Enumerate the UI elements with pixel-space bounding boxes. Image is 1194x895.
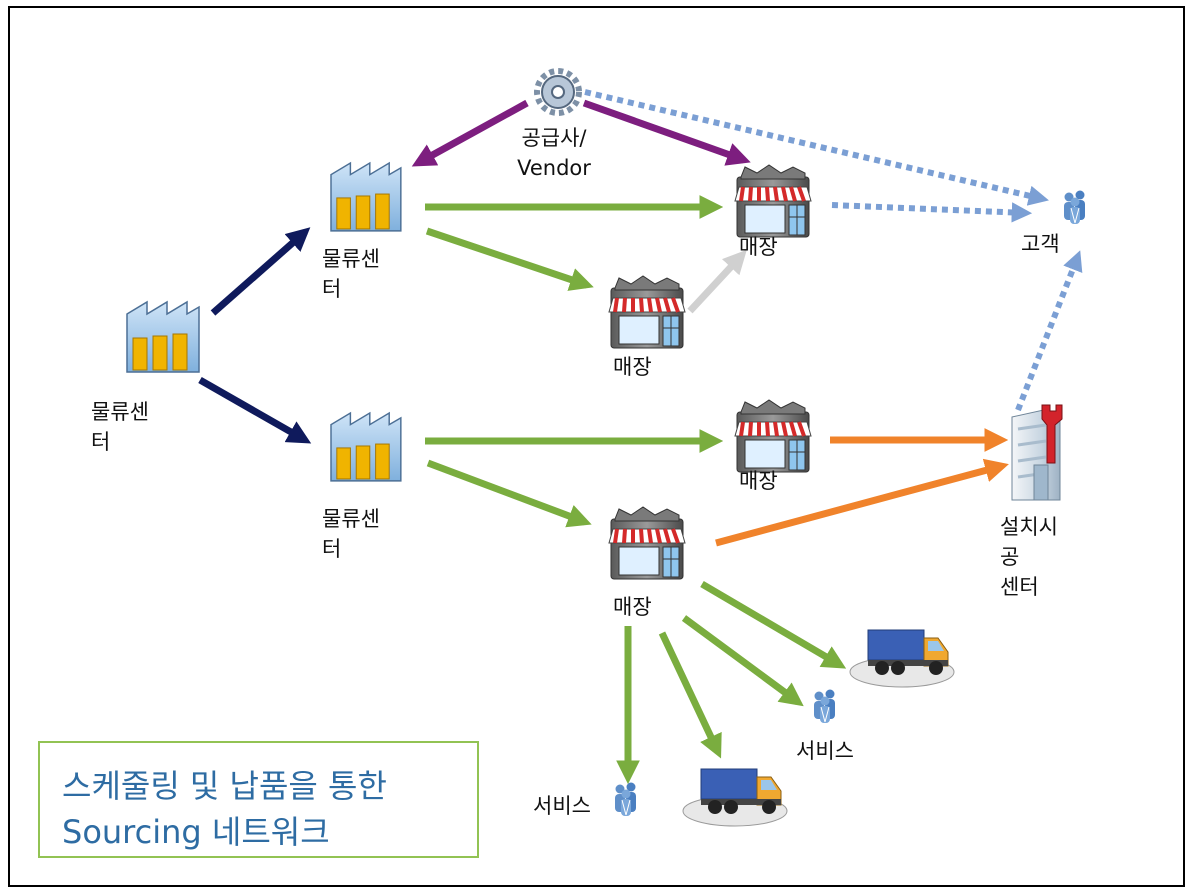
store-icon — [733, 398, 813, 474]
factory-icon — [330, 412, 402, 482]
bottom-store-label: 매장 — [613, 595, 652, 619]
caption-line-1: 스케줄링 및 납품을 통한 — [62, 767, 387, 805]
caption-box: 스케줄링 및 납품을 통한 Sourcing 네트워크 — [38, 741, 479, 858]
top-dc-label: 물류센 터 — [322, 247, 380, 301]
service-left-label: 서비스 — [533, 794, 591, 818]
arrow-vendor-to-top-store — [582, 99, 751, 166]
arrow-vendor-to-top-dc — [411, 99, 529, 167]
store-icon — [733, 163, 813, 239]
arrow-bottom-store-to-service-right — [681, 615, 804, 707]
gear-icon — [534, 68, 582, 116]
arrow-mid-store-to-top-store — [687, 249, 747, 314]
arrow-bottom-store-to-truck-right — [700, 580, 847, 669]
store-icon — [607, 505, 687, 581]
arrow-top-store-to-customer — [831, 202, 1033, 223]
arrow-bottom-dc-to-bottom-store — [426, 459, 592, 528]
factory-icon — [126, 301, 200, 373]
customer-label: 고객 — [1021, 232, 1060, 256]
people-icon — [1063, 190, 1086, 225]
arrow-install-to-customer — [1015, 250, 1083, 412]
mid-store-label: 매장 — [613, 355, 652, 379]
main-dc-label: 물류센 터 — [91, 400, 149, 454]
install-center-label: 설치시 공 센터 — [1000, 515, 1058, 599]
service-right-label: 서비스 — [796, 739, 854, 763]
truck-icon — [682, 768, 788, 827]
store-icon — [607, 274, 687, 350]
building-wrench-icon — [1011, 404, 1063, 501]
factory-icon — [330, 162, 402, 232]
top-store-label: 매장 — [739, 235, 778, 259]
arrows — [198, 89, 1083, 785]
arrow-main-dc-to-top-dc — [210, 227, 311, 316]
arrow-top-dc-to-mid-store — [425, 227, 594, 291]
people-icon — [813, 689, 836, 724]
diagram-frame — [8, 6, 1185, 887]
arrow-bottom-store-to-truck-left — [658, 631, 722, 759]
arrow-bottom-store-to-install — [715, 458, 1009, 547]
people-icon — [614, 782, 637, 817]
vendor-label: 공급사/ Vendor — [517, 126, 591, 180]
arrow-main-dc-to-bottom-dc — [198, 376, 312, 444]
truck-icon — [849, 629, 955, 688]
bottom-dc-label: 물류센 터 — [322, 507, 380, 561]
caption-line-2: Sourcing 네트워크 — [62, 813, 330, 851]
lower-store-label: 매장 — [739, 469, 778, 493]
arrow-vendor-to-customer — [584, 89, 1049, 206]
